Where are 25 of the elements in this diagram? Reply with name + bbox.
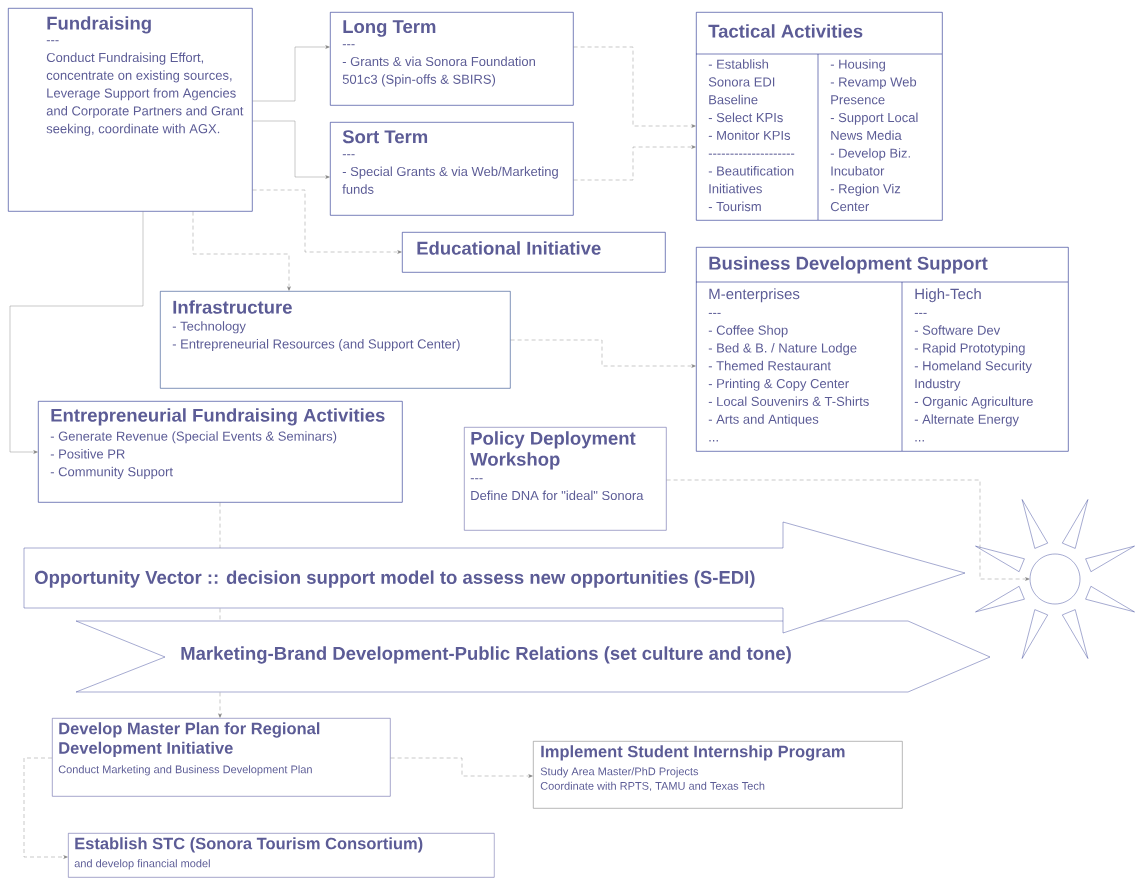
- connector: [252, 45, 330, 102]
- info-box: Establish STC (Sonora Tourism Consortium) and develop financial model: [68, 833, 495, 878]
- connector: [510, 339, 696, 368]
- connector: [9, 211, 144, 454]
- info-box: Fundraising --- Conduct Fundraising Effort, concentrate on existing sources, Leverage Support from Agencies and Corporate Partners and Grant seeking, coordinate with AGX.: [8, 8, 253, 212]
- connector: [390, 757, 533, 778]
- chevron-banner: Marketing-Brand Development-Public Relations (set culture and tone): [75, 620, 991, 693]
- connector: [573, 46, 696, 128]
- connector: [252, 189, 402, 254]
- connector: [252, 120, 330, 179]
- table-box: Business Development Support M-enterprises --- - Coffee Shop - Bed & B. / Nature Lodge - Themed Restaurant - Printing & Copy Center - Local Souvenirs & T-Shirts - Arts and Antiques ... High-Tech --- - Software Dev - Rapid Prototyping - Homeland Security Industry - Organic Agriculture - Alternate Energy ...: [695, 247, 1069, 452]
- connector: [192, 211, 291, 291]
- connector: [23, 757, 68, 859]
- info-box: Develop Master Plan for Regional Development Initiative Conduct Marketing and Business Development Plan: [52, 718, 391, 797]
- table-box: Tactical Activities - Establish Sonora EDI Baseline - Select KPIs - Monitor KPIs -------------------- - Beautification Initiatives - Tourism - Housing - Revamp Web Presence - Support Local News Media - Develop Biz. Incubator - Region Viz Center: [695, 12, 943, 221]
- info-box: Educational Initiative: [402, 232, 666, 273]
- connector: [666, 479, 1030, 581]
- info-box: Infrastructure - Technology - Entrepreneurial Resources (and Support Center): [160, 291, 511, 389]
- info-box: Long Term --- - Grants & via Sonora Foundation 501c3 (Spin-offs & SBIRS): [330, 12, 574, 106]
- info-box: Implement Student Internship Program Study Area Master/PhD Projects Coordinate with RPTS, TAMU and Texas Tech: [533, 741, 903, 809]
- info-box: Entrepreneurial Fundraising Activities - Generate Revenue (Special Events & Seminars) - Positive PR - Community Support: [38, 401, 403, 503]
- info-box: Sort Term --- - Special Grants & via Web/Marketing funds: [330, 122, 574, 216]
- info-box: Policy Deployment Workshop --- Define DNA for "ideal" Sonora: [464, 427, 667, 531]
- connector: [573, 145, 696, 181]
- arrow-banner: Opportunity Vector :: decision support model to assess new opportunities (S-EDI): [23, 521, 966, 634]
